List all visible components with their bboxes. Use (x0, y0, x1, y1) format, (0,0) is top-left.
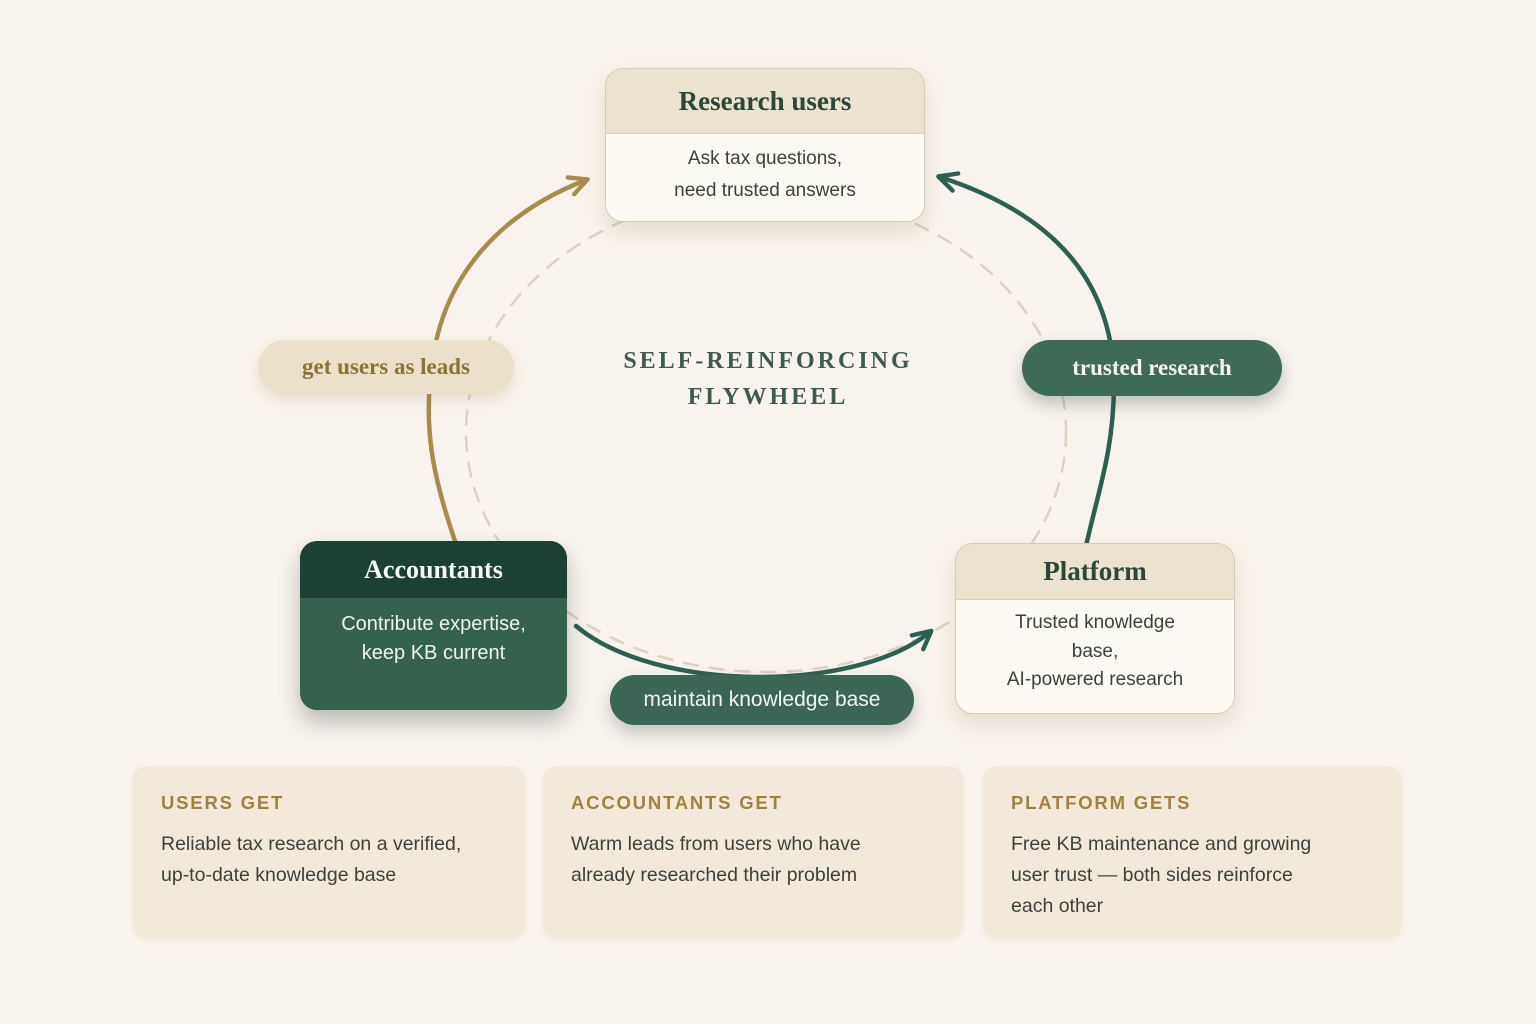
research-users-title: Research users (606, 69, 924, 134)
benefit-card-accountants: ACCOUNTANTS GET Warm leads from users wh… (543, 766, 963, 938)
platform-description: Trusted knowledge base, AI-powered resea… (956, 600, 1234, 713)
node-platform: Platform Trusted knowledge base, AI-powe… (955, 543, 1235, 714)
benefit-accountants-body: Warm leads from users who have already r… (571, 833, 861, 887)
accountants-title: Accountants (300, 541, 567, 598)
edge-label-maintain-knowledge-base: maintain knowledge base (610, 675, 914, 725)
research-users-description: Ask tax questions, need trusted answers (606, 134, 924, 221)
edge-label-trusted-research: trusted research (1022, 340, 1282, 396)
platform-title: Platform (956, 544, 1234, 600)
edge-label-get-users-as-leads: get users as leads (258, 340, 514, 394)
benefit-accountants-heading: ACCOUNTANTS GET (571, 792, 783, 813)
benefit-card-users: USERS GET Reliable tax research on a ver… (133, 766, 525, 938)
flywheel-title: SELF-REINFORCING FLYWHEEL (623, 348, 913, 410)
benefit-platform-body: Free KB maintenance and growing user tru… (1011, 833, 1312, 918)
arrow-accountants-to-platform (573, 623, 934, 680)
node-accountants: Accountants Contribute expertise, keep K… (300, 541, 567, 710)
benefit-platform-heading: PLATFORM GETS (1011, 792, 1192, 813)
benefit-card-platform: PLATFORM GETS Free KB maintenance and gr… (983, 766, 1402, 938)
benefit-users-heading: USERS GET (161, 792, 285, 813)
accountants-description: Contribute expertise, keep KB current (300, 598, 567, 710)
benefit-users-body: Reliable tax research on a verified, up-… (161, 833, 462, 887)
node-research-users: Research users Ask tax questions, need t… (605, 68, 925, 222)
